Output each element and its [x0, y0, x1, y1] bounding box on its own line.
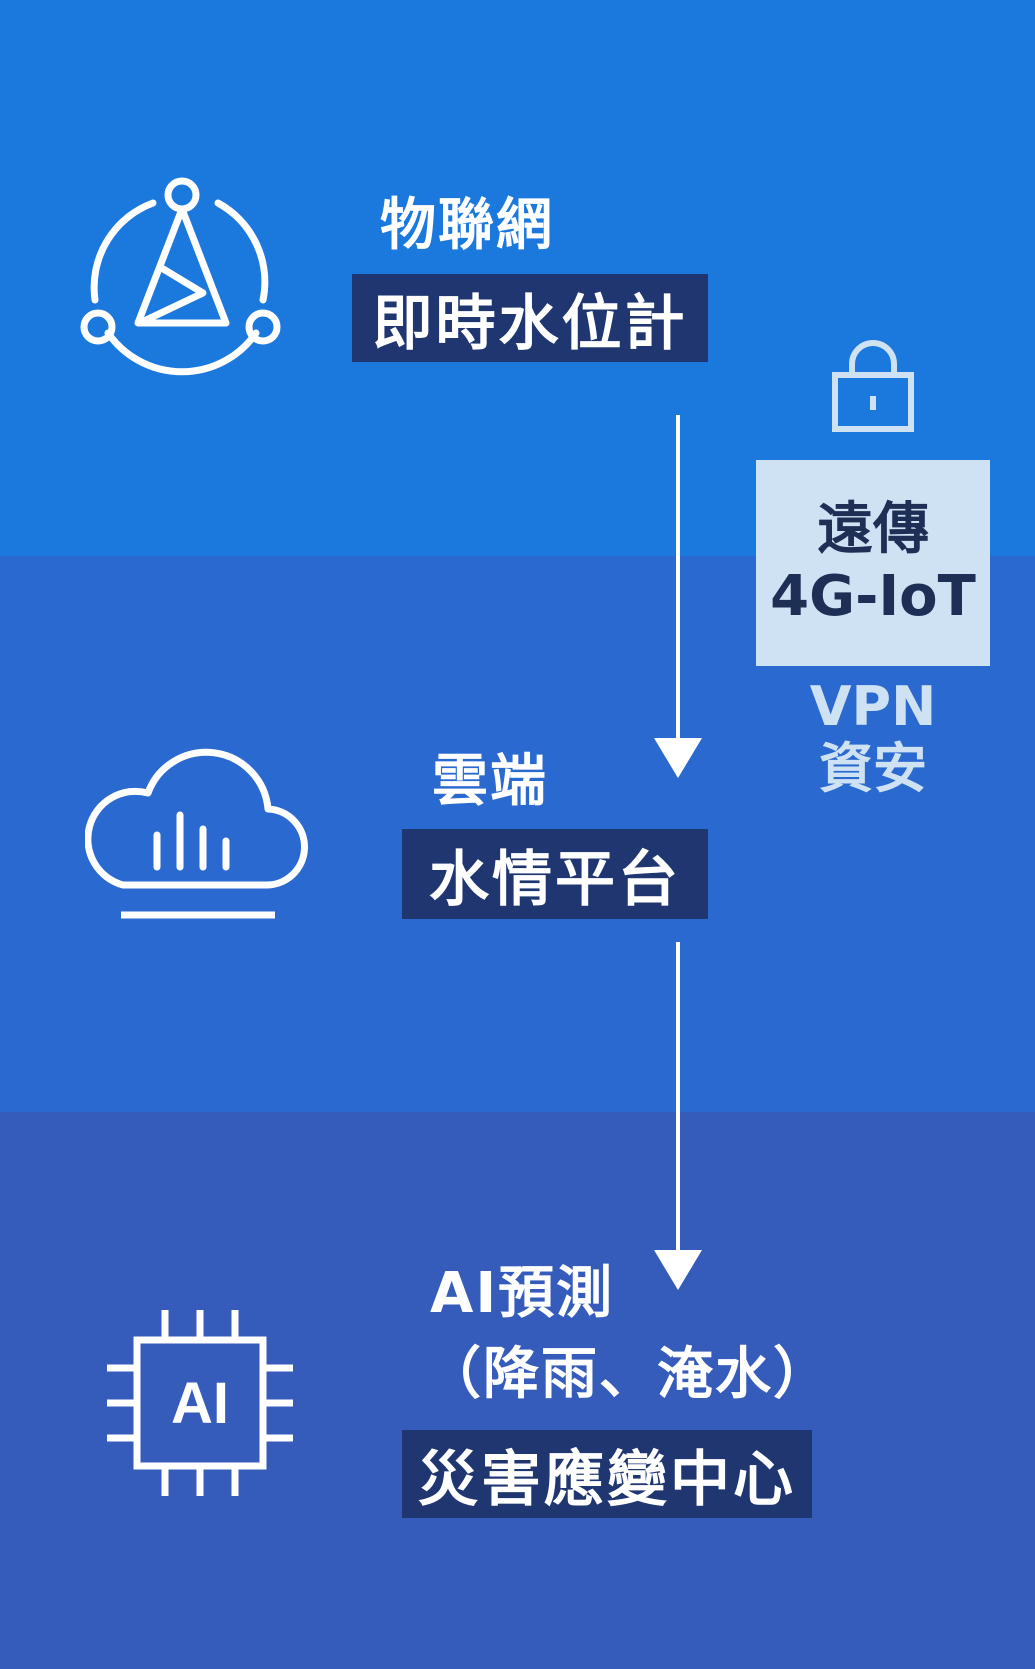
remote-transmission-box: 遠傳 4G-IoT [756, 460, 990, 666]
ai-title-line-1: AI預測 [430, 1261, 615, 1326]
network-tower-icon [78, 175, 288, 385]
ai-label: 災害應變中心 [402, 1430, 812, 1518]
lock-icon [830, 338, 916, 434]
cloud-title: 雲端 [432, 749, 548, 814]
cloud-label: 水情平台 [402, 829, 708, 919]
arrow-iot-to-cloud [650, 415, 706, 784]
vpn-line-1: VPN [809, 675, 937, 738]
iot-title: 物聯網 [380, 193, 554, 258]
vpn-line-2: 資安 [819, 737, 927, 801]
remote-line-2: 4G-IoT [770, 564, 976, 629]
iot-label: 即時水位計 [352, 274, 708, 362]
ai-band [0, 1112, 1035, 1669]
vpn-security: VPN 資安 [756, 675, 990, 801]
cloud-chart-icon [85, 745, 315, 925]
remote-line-1: 遠傳 [817, 496, 929, 562]
ai-title-line-2: （降雨、淹水） [425, 1342, 831, 1407]
ai-chip-icon: AI [105, 1308, 295, 1498]
arrow-cloud-to-ai [650, 942, 706, 1296]
ai-chip-text: AI [171, 1370, 229, 1436]
